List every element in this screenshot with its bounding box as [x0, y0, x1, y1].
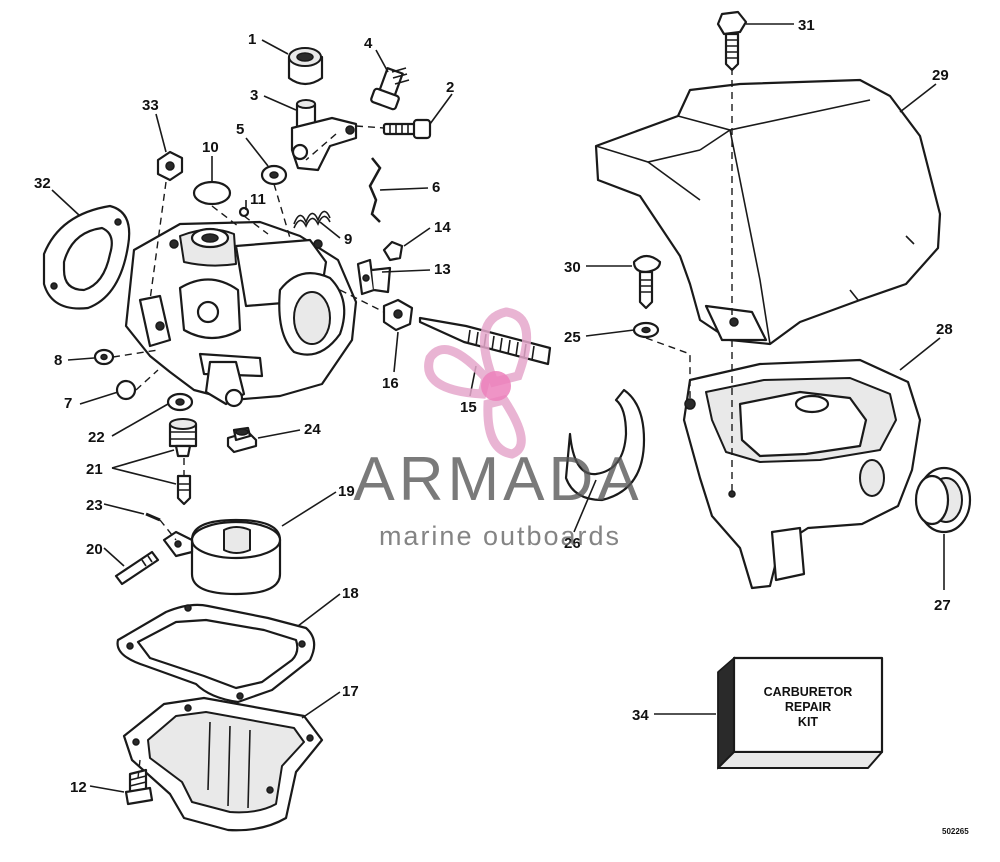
callout-32: 32 — [34, 175, 51, 192]
callout-4: 4 — [364, 35, 373, 52]
part-21-needle — [176, 474, 192, 506]
callout-11: 11 — [250, 191, 266, 208]
callout-23: 23 — [86, 497, 103, 514]
callout-16: 16 — [382, 375, 399, 392]
callout-15: 15 — [460, 399, 477, 416]
callout-13: 13 — [434, 261, 451, 278]
part-34-kit-box: CARBURETOR REPAIR KIT — [717, 656, 884, 770]
carburetor-body — [124, 220, 358, 408]
callout-7: 7 — [64, 395, 72, 412]
part-3-lever — [290, 99, 358, 172]
callout-21: 21 — [86, 461, 103, 478]
part-17-bowl — [122, 696, 324, 832]
callout-30: 30 — [564, 259, 581, 276]
callout-19: 19 — [338, 483, 355, 500]
callout-6: 6 — [432, 179, 440, 196]
watermark-brand: ARMADA — [353, 445, 642, 514]
part-22-washer — [166, 392, 194, 412]
callout-17: 17 — [342, 683, 359, 700]
callout-28: 28 — [936, 321, 953, 338]
callout-25: 25 — [564, 329, 581, 346]
part-12-screw — [124, 768, 154, 806]
callout-24: 24 — [304, 421, 321, 438]
part-24-plug — [226, 426, 258, 454]
callout-5: 5 — [236, 121, 244, 138]
callout-12: 12 — [70, 779, 87, 796]
callout-1: 1 — [248, 31, 256, 48]
callout-27: 27 — [934, 597, 951, 614]
watermark-tagline: marine outboards — [379, 521, 621, 551]
diagram-code: 502265 — [942, 827, 969, 836]
callout-33: 33 — [142, 97, 159, 114]
callout-29: 29 — [932, 67, 949, 84]
callout-3: 3 — [250, 87, 258, 104]
callout-9: 9 — [344, 231, 352, 248]
callout-2: 2 — [446, 79, 454, 96]
part-8-oring — [93, 348, 115, 366]
callout-8: 8 — [54, 352, 62, 369]
kit-line-2: REPAIR — [785, 700, 831, 714]
callout-22: 22 — [88, 429, 105, 446]
part-13-bracket — [356, 258, 392, 296]
part-31-screw — [716, 10, 748, 72]
part-14-screw — [382, 240, 404, 262]
propeller-logo-icon — [424, 307, 532, 459]
part-33-nut — [156, 150, 184, 182]
callout-26: 26 — [564, 535, 581, 552]
part-26-hose — [564, 388, 646, 502]
part-10-plug — [192, 180, 232, 206]
part-19-float — [162, 518, 282, 596]
part-20-shaft — [114, 550, 160, 586]
part-27-grommet — [914, 466, 972, 534]
part-28-base — [682, 358, 922, 590]
part-6-clip — [368, 157, 382, 223]
part-2-screw — [382, 118, 432, 140]
kit-line-3: KIT — [798, 715, 819, 729]
callout-10: 10 — [202, 139, 219, 156]
kit-line-1: CARBURETOR — [764, 685, 853, 699]
part-25-washer — [632, 321, 660, 339]
callout-34: 34 — [632, 707, 649, 724]
part-21-seat — [168, 418, 198, 458]
part-30-screw — [632, 254, 662, 310]
part-1-cap — [287, 47, 324, 86]
assembly-lines — [112, 68, 733, 779]
callout-31: 31 — [798, 17, 815, 34]
callout-labels: 1 2 3 4 5 6 7 8 9 10 11 12 13 14 15 16 1… — [34, 17, 953, 796]
callout-20: 20 — [86, 541, 103, 558]
part-7-ball — [115, 379, 137, 401]
part-18-gasket — [116, 603, 316, 704]
part-4-screw — [370, 67, 410, 111]
part-9-spring — [293, 210, 331, 229]
callout-14: 14 — [434, 219, 451, 236]
watermark: ARMADA marine outboards — [353, 307, 642, 551]
part-32-gasket — [42, 204, 131, 310]
callout-18: 18 — [342, 585, 359, 602]
part-23-pin — [145, 512, 161, 522]
part-16-packing — [382, 298, 414, 332]
part-5-washer — [260, 164, 288, 186]
part-29-cover — [594, 78, 942, 346]
